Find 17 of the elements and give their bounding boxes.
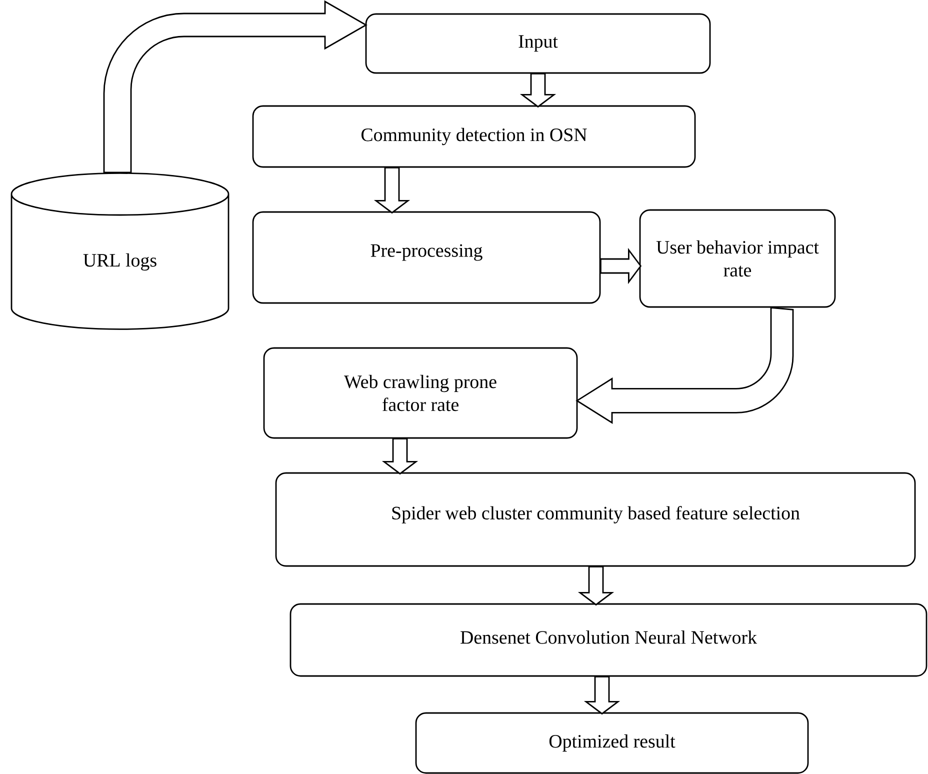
database-cylinder: URL logs: [10, 172, 230, 330]
block-arrow: [520, 73, 556, 108]
block-arrow: [600, 248, 642, 284]
process-box: Optimized result: [415, 712, 809, 774]
block-arrow: [382, 438, 418, 475]
block-arrow: [374, 167, 410, 214]
block-arrow: [576, 307, 794, 424]
block-arrow: [103, 0, 367, 174]
process-box: Input: [365, 13, 711, 74]
process-box: User behavior impact rate: [639, 209, 836, 308]
process-box: Spider web cluster community based feature selection: [275, 472, 916, 567]
process-box: Web crawling prone factor rate: [263, 347, 578, 439]
process-box: Community detection in OSN: [252, 105, 696, 168]
block-arrow: [578, 566, 614, 606]
block-arrow: [584, 676, 620, 715]
process-box: Pre-processing: [252, 211, 601, 304]
process-box: Densenet Convolution Neural Network: [290, 603, 928, 677]
